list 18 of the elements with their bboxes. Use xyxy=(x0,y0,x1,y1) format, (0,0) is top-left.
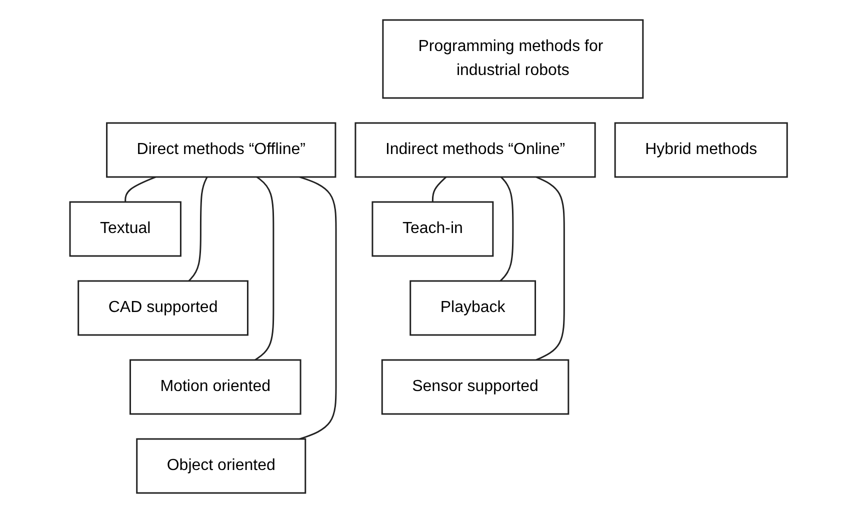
node-box: Object oriented xyxy=(136,438,306,494)
node-box: Sensor supported xyxy=(381,359,570,415)
connector xyxy=(188,176,208,282)
connector xyxy=(536,176,565,361)
node-box: Indirect methods “Online” xyxy=(354,122,596,178)
connector xyxy=(500,176,514,282)
connector xyxy=(124,176,156,202)
connector xyxy=(432,176,447,202)
node-box: Teach-in xyxy=(372,201,494,257)
node-box: Direct methods “Offline” xyxy=(106,122,336,178)
connector xyxy=(299,176,337,440)
connector xyxy=(254,176,274,361)
node-box: Textual xyxy=(69,201,182,257)
node-box: Programming methods for industrial robots xyxy=(382,19,644,99)
node-box: Motion oriented xyxy=(129,359,302,415)
node-box: CAD supported xyxy=(78,280,248,336)
node-box: Hybrid methods xyxy=(614,122,788,178)
node-box: Playback xyxy=(410,280,536,336)
